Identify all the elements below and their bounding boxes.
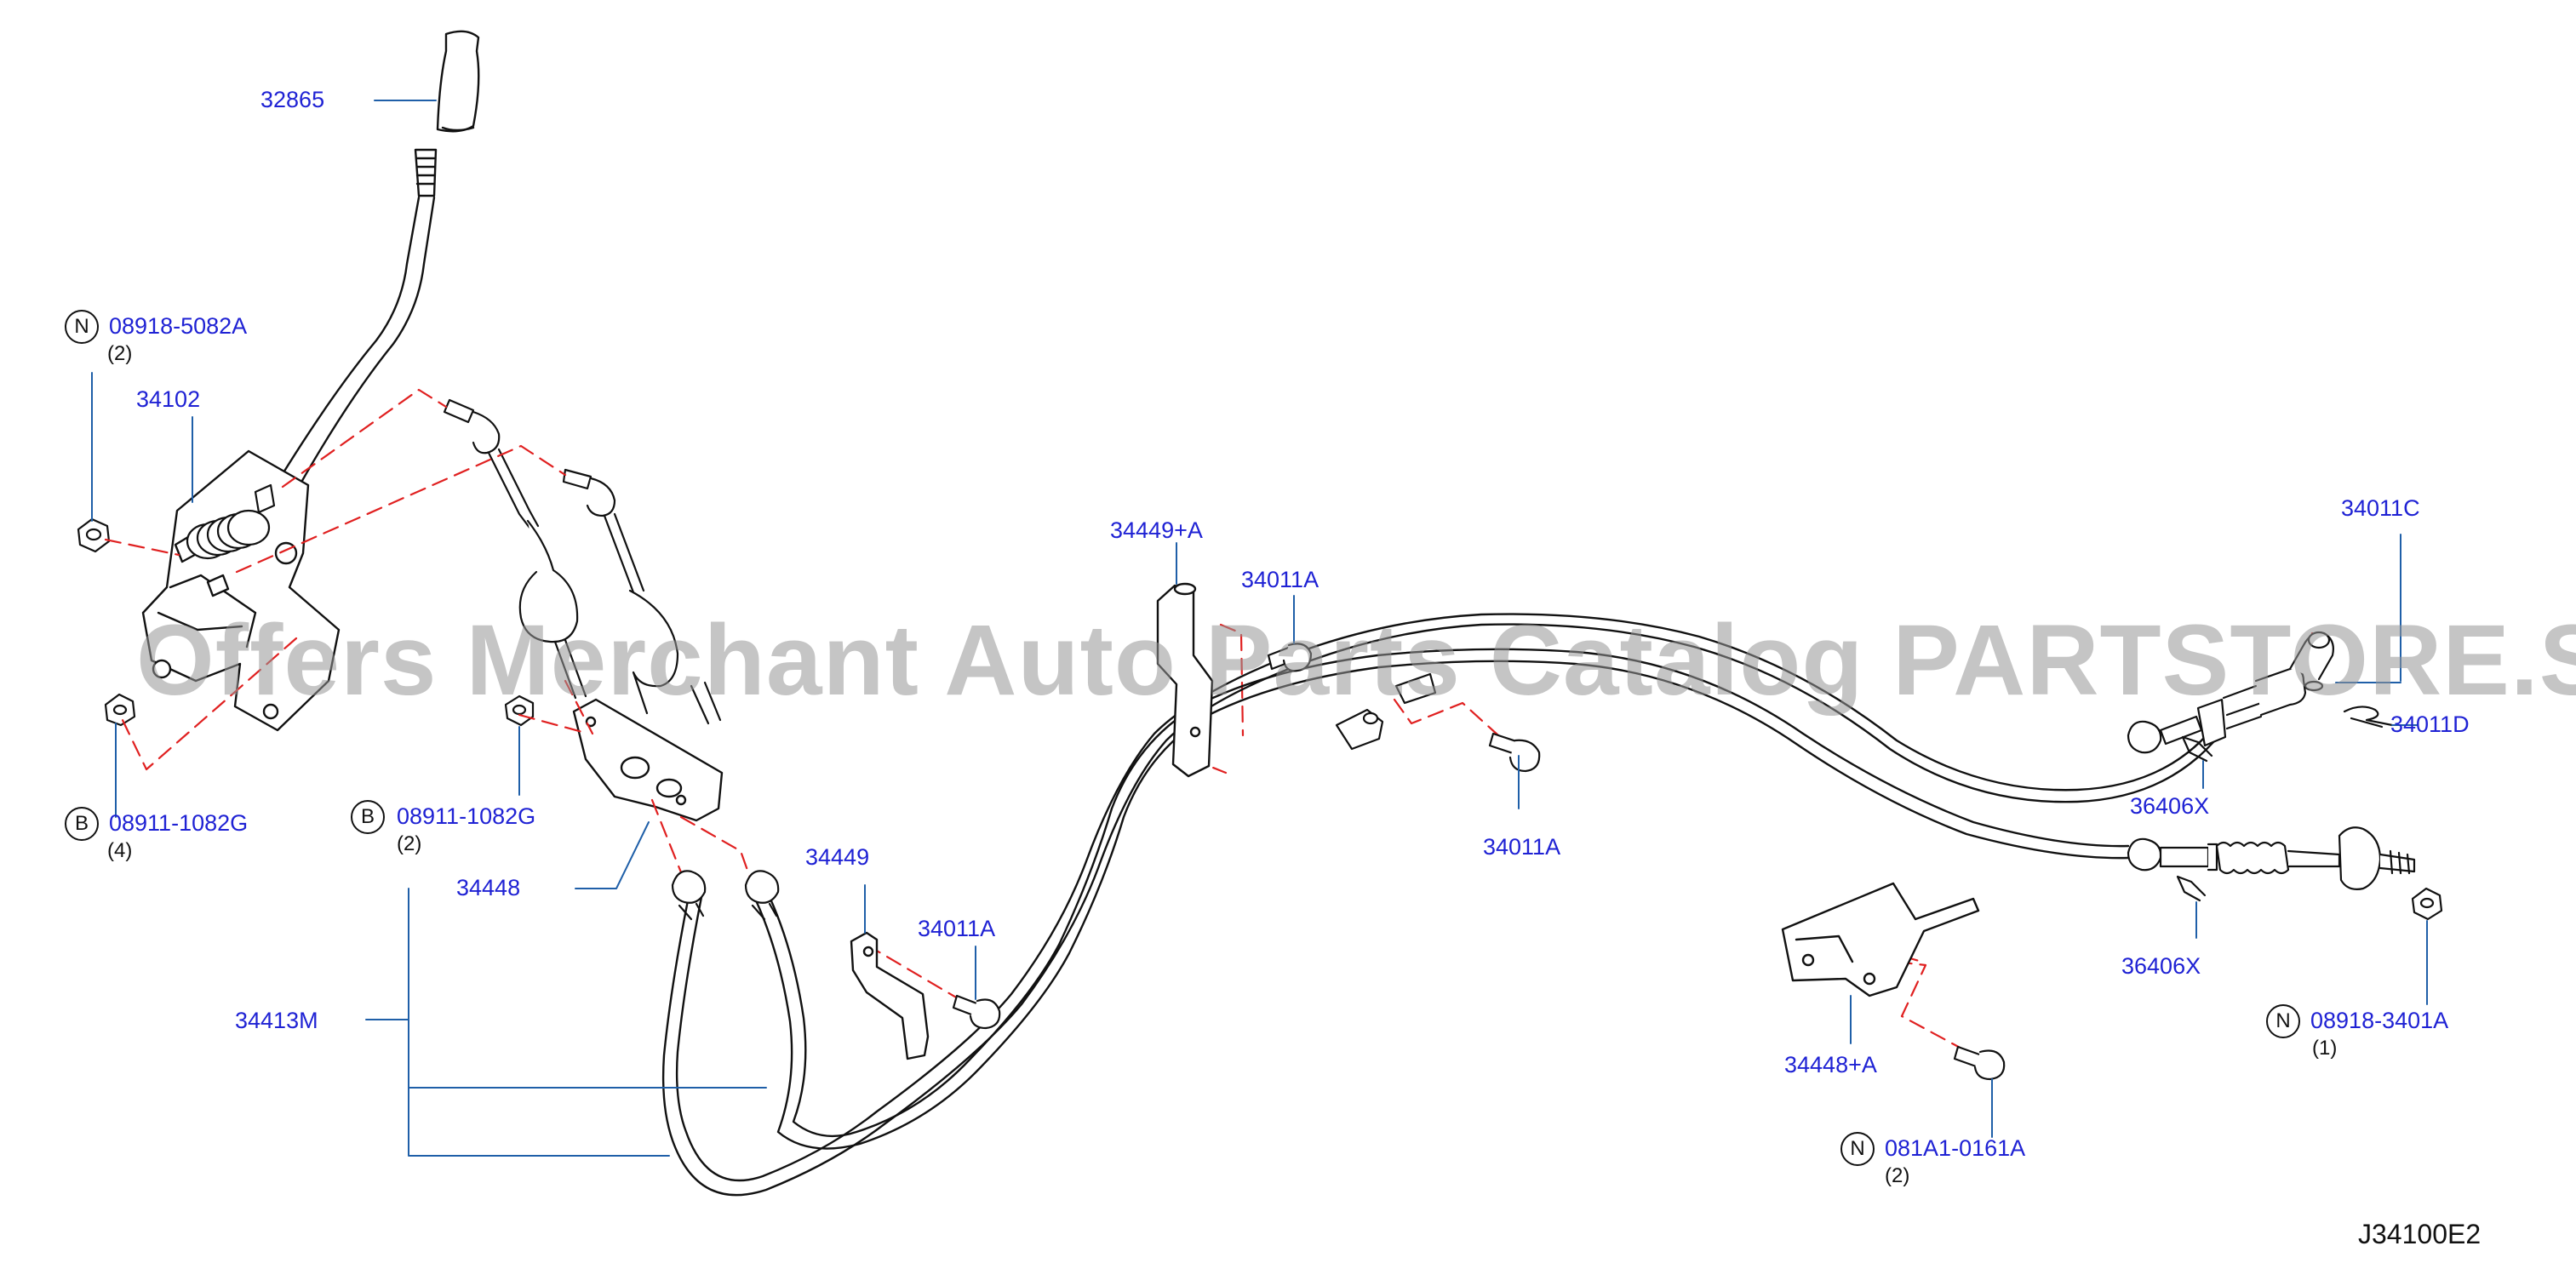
bracket-34448A: [1781, 882, 1980, 997]
badge-n-081A1-0161A: N: [1840, 1132, 1875, 1166]
badge-n-08918-5082A: N: [65, 310, 99, 344]
cable-end-upper-left: [443, 398, 587, 700]
leader-lines: [91, 100, 2428, 1157]
clip-36406X-top: [2181, 735, 2213, 763]
cable-end-lower-right: [2127, 826, 2416, 890]
select-spring: [186, 483, 276, 560]
label-34449A[interactable]: 34449+A: [1110, 517, 1203, 543]
label-34011A-top[interactable]: 34011A: [1241, 567, 1319, 592]
qty-08911-1082G-left: (4): [107, 839, 133, 862]
nut-08918-3401A: [2411, 887, 2443, 921]
shifter-base-bracket: [141, 449, 341, 732]
qty-08918-5082A: (2): [107, 342, 133, 365]
label-36406X-low[interactable]: 36406X: [2121, 953, 2201, 979]
badge-n-08918-3401A: N: [2266, 1004, 2300, 1038]
cable-end-upper-right: [562, 468, 722, 725]
bracket-34449: [850, 931, 930, 1060]
label-32865[interactable]: 32865: [260, 87, 325, 112]
cable-end-34011C: [2127, 631, 2334, 754]
bracket-34449A: [1156, 582, 1214, 778]
bolt-081A1-0161A: [1953, 1045, 2006, 1081]
label-08911-1082G-left[interactable]: 08911-1082G: [109, 810, 249, 836]
qty-08918-3401A: (1): [2312, 1037, 2338, 1060]
nut-08911-1082G-mid: [504, 694, 535, 727]
bolt-34011A-mid: [1488, 732, 1541, 773]
label-08918-3401A[interactable]: 08918-3401A: [2310, 1008, 2449, 1033]
label-34011A-low[interactable]: 34011A: [918, 916, 996, 941]
label-34011A-mid[interactable]: 34011A: [1483, 834, 1561, 860]
control-cables-34413M: [661, 613, 2215, 1197]
label-081A1-0161A[interactable]: 081A1-0161A: [1885, 1135, 2026, 1161]
qty-081A1-0161A: (2): [1885, 1164, 1910, 1187]
label-08918-5082A[interactable]: 08918-5082A: [109, 313, 248, 339]
nut-08918-5082A: [77, 517, 111, 553]
cable-grommets-left: [671, 870, 780, 921]
label-08911-1082G-mid[interactable]: 08911-1082G: [397, 803, 536, 829]
label-34102[interactable]: 34102: [136, 386, 201, 412]
clip-36406X-low: [2176, 875, 2207, 902]
badge-b-08911-1082G-mid: B: [351, 800, 385, 834]
label-34011C[interactable]: 34011C: [2341, 495, 2420, 521]
cable-bracket-34448: [572, 698, 724, 822]
label-34449[interactable]: 34449: [805, 844, 870, 870]
label-34448A[interactable]: 34448+A: [1784, 1052, 1877, 1077]
label-34413M[interactable]: 34413M: [235, 1008, 318, 1033]
bolt-34011A-top: [1267, 643, 1313, 672]
cable-clamp-middle: [1335, 672, 1437, 751]
shift-lever-rod: [279, 148, 438, 487]
snap-pin-34011D: [2304, 680, 2394, 729]
shift-knob: [436, 30, 480, 133]
label-34011D[interactable]: 34011D: [2390, 712, 2470, 737]
badge-b-08911-1082G-left: B: [65, 807, 99, 841]
bolt-34011A-low: [952, 994, 1001, 1030]
label-34448[interactable]: 34448: [456, 875, 521, 900]
label-36406X-top[interactable]: 36406X: [2130, 793, 2210, 819]
qty-08911-1082G-mid: (2): [397, 832, 422, 855]
nut-08911-1082G-left: [104, 693, 136, 727]
diagram-code: J34100E2: [2358, 1219, 2482, 1249]
